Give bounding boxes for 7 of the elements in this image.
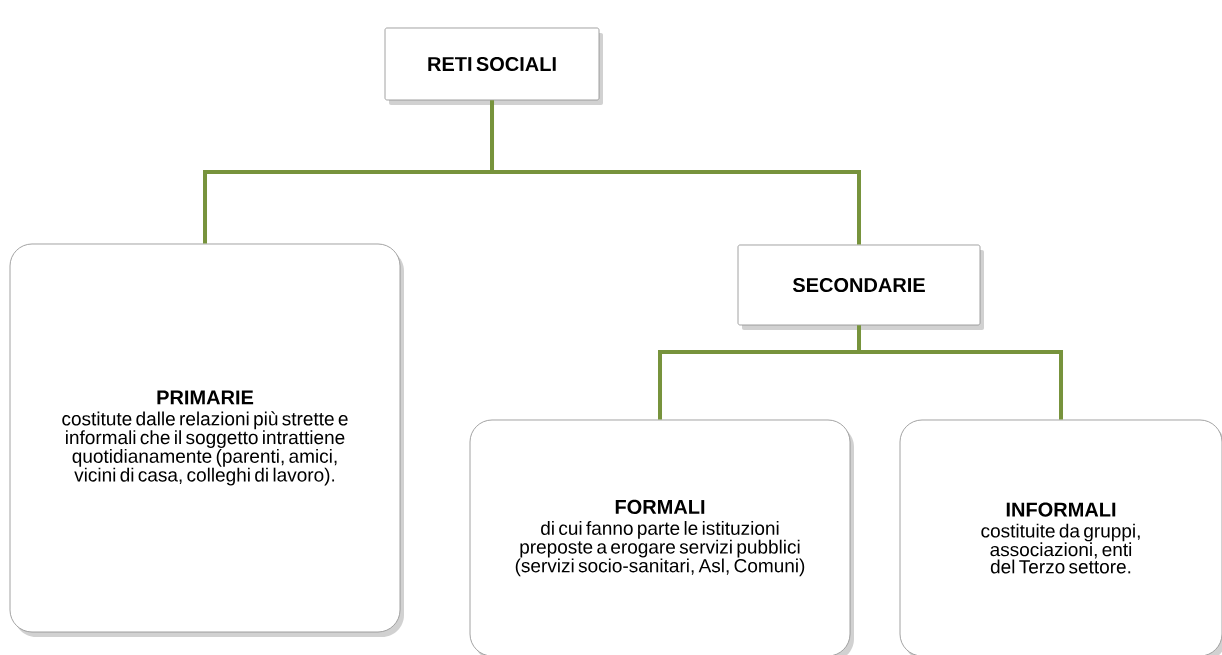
rounded-box: INFORMALI costituite da gruppi, associazioni, enti del Terzo settore.	[899, 419, 1222, 655]
connector-line	[857, 325, 1063, 420]
rounded-box: PRIMARIE costitute dalle relazioni più strette e informali che il soggetto intrattiene quotidianamente (parenti, amici, vicini di casa, colleghi di lavoro).	[9, 243, 404, 637]
rounded-box: FORMALI di cui fanno parte le istituzioni preposte a erogare servizi pubblici (servizi socio-sanitari, Asl, Comuni)	[469, 419, 854, 655]
connector-line	[490, 100, 861, 245]
label-box: RETI SOCIALI	[384, 27, 603, 105]
label-box: SECONDARIE	[737, 244, 984, 330]
